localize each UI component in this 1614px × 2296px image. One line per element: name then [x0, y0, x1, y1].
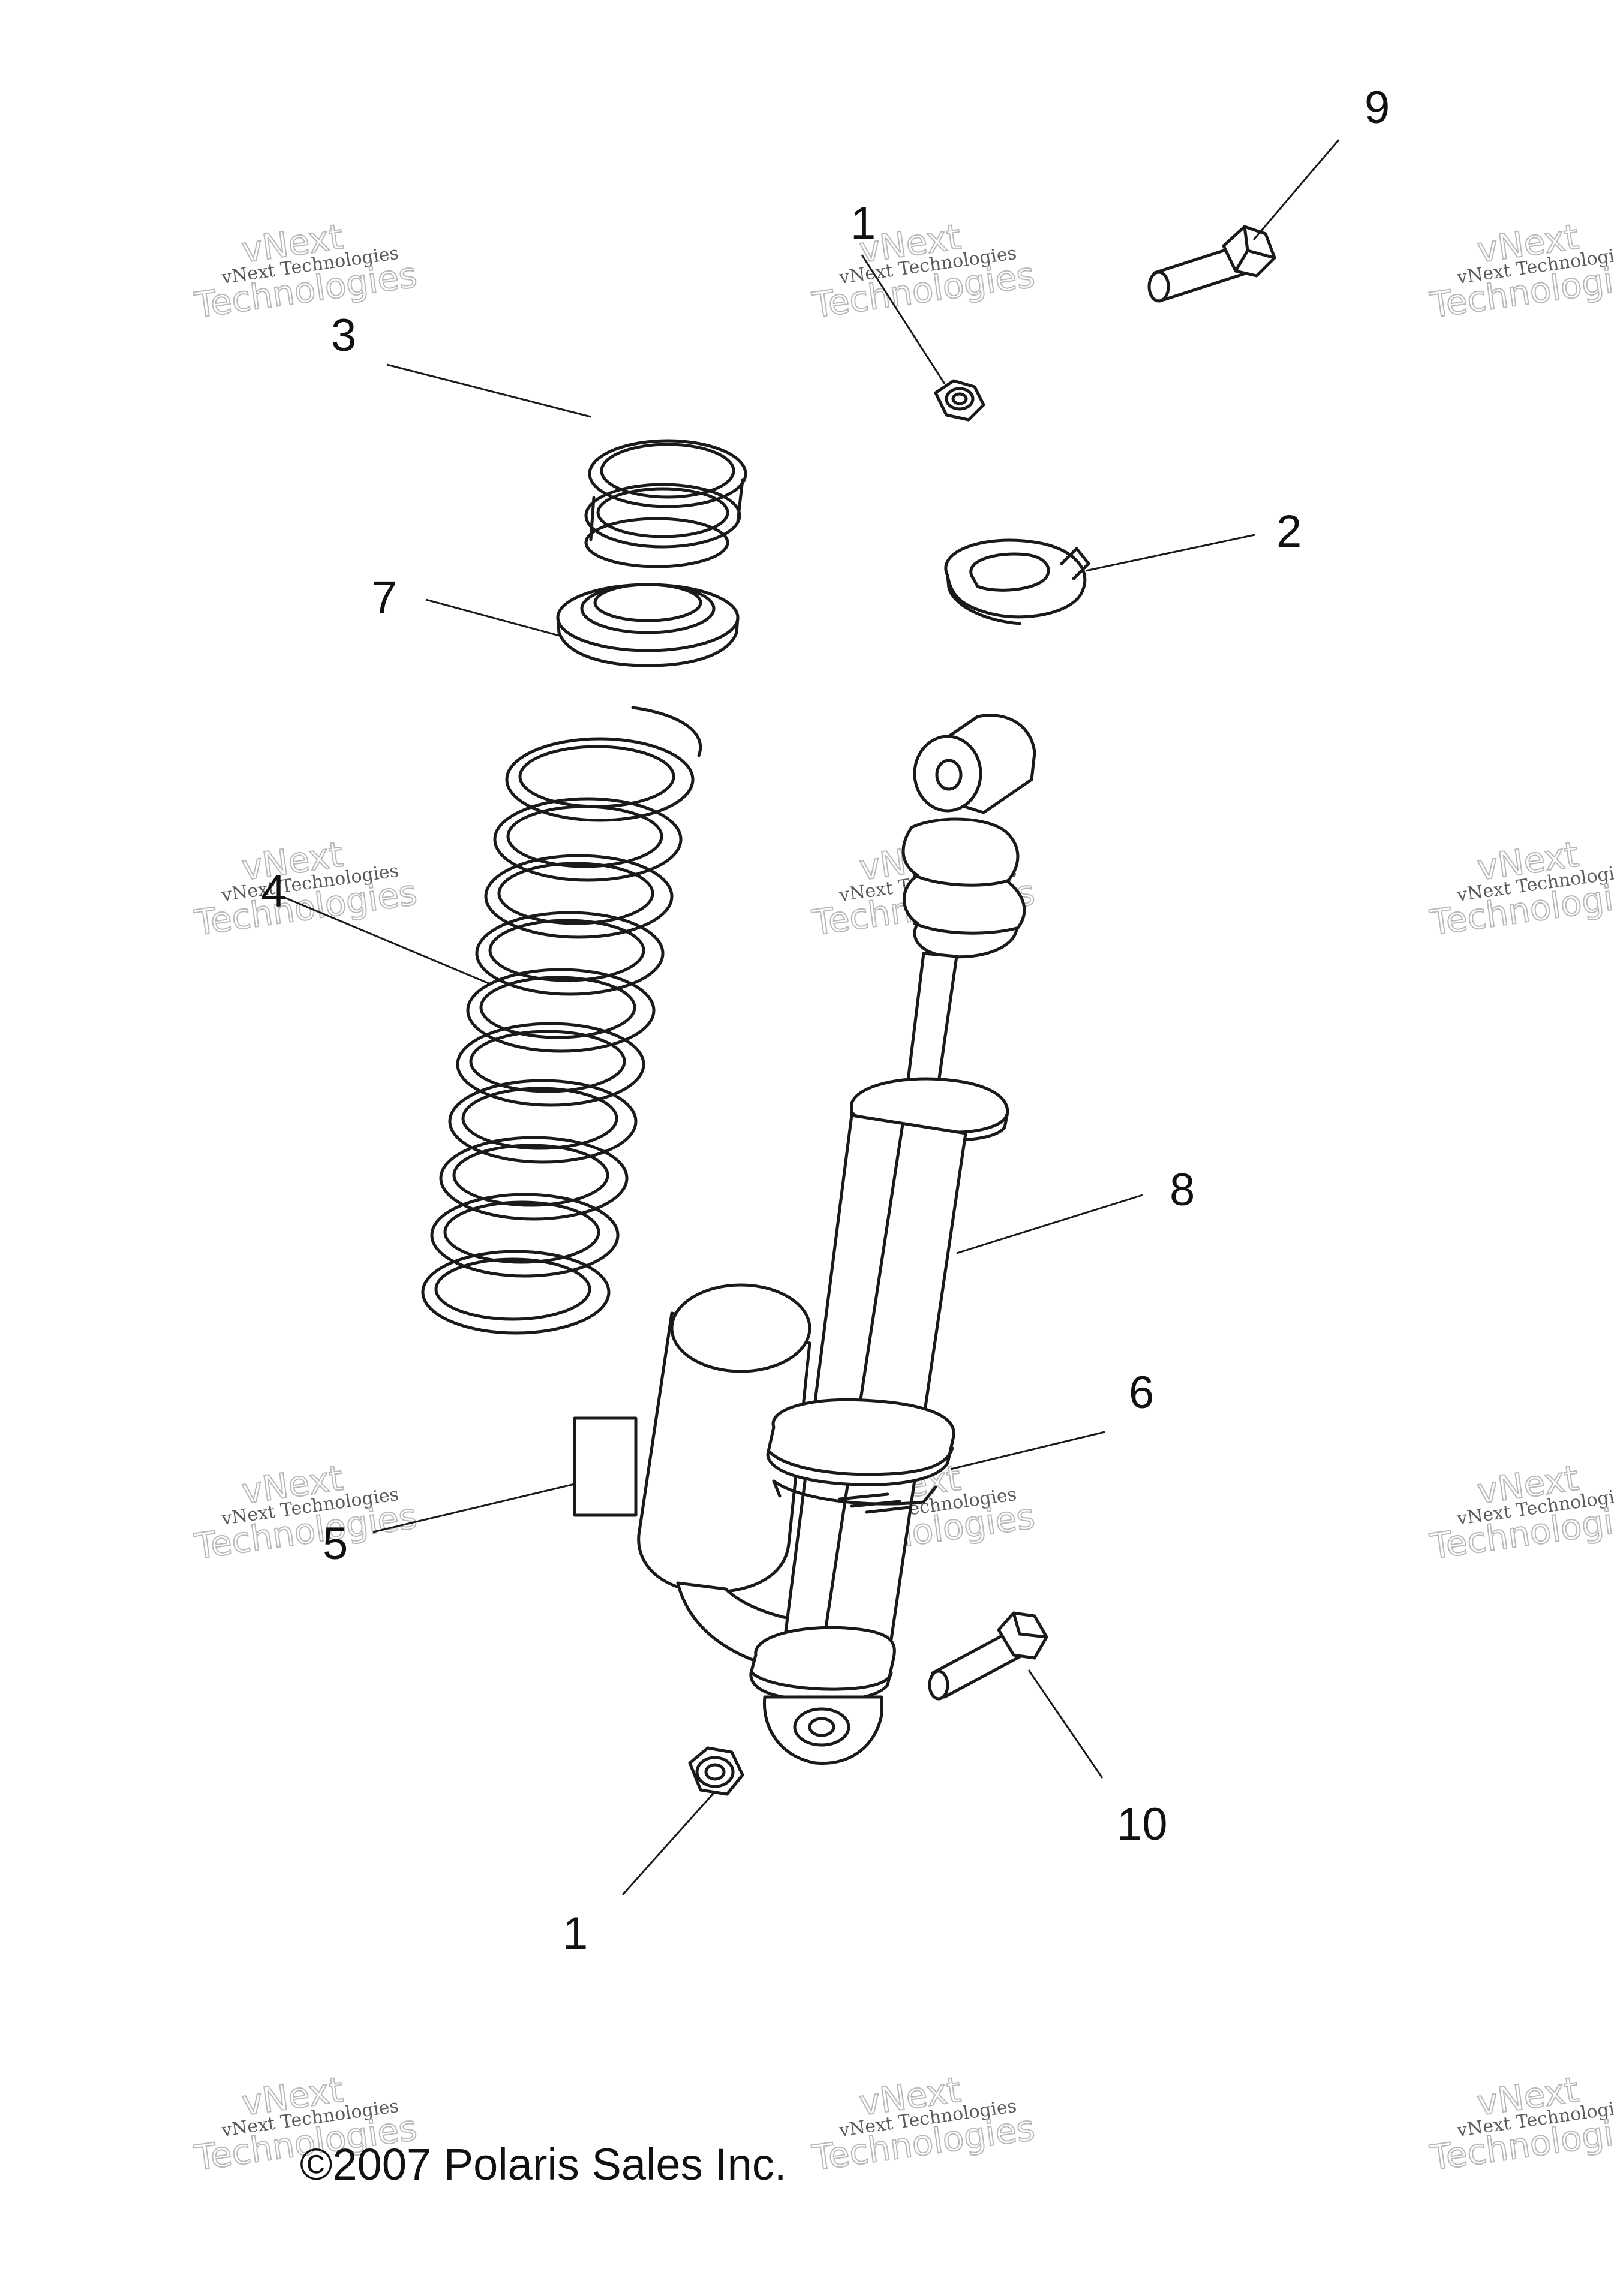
- spring-coil-inner: [434, 1257, 591, 1321]
- leader-7: [425, 598, 560, 637]
- spring-coil-inner: [479, 976, 636, 1039]
- callout-numbers: 9 1 3 2 7 4 8 6 5 10 1: [261, 82, 1390, 1959]
- leader-3: [386, 363, 591, 418]
- spring-coil-outer: [421, 1250, 611, 1335]
- spring-coil-outer: [466, 968, 656, 1053]
- leader-10: [1027, 1669, 1104, 1779]
- leader-9: [1252, 139, 1340, 240]
- spring-coil-inner: [469, 1030, 626, 1093]
- upper-spring-part-3: [584, 439, 747, 568]
- spring-coil-outer: [475, 911, 665, 996]
- leader-lines: [281, 139, 1340, 1895]
- lower-bolt-part-10: [928, 1611, 1048, 1701]
- callout-7: 7: [372, 572, 397, 623]
- callout-1-bottom: 1: [563, 1908, 588, 1959]
- spring-coil-outer: [430, 1193, 620, 1278]
- callout-8: 8: [1170, 1164, 1195, 1215]
- leader-8: [956, 1194, 1143, 1254]
- leader-2: [1085, 534, 1255, 572]
- leader-6: [950, 1431, 1105, 1470]
- main-coil-spring-part-4: [421, 706, 702, 1335]
- leader-1-top: [861, 254, 946, 384]
- callout-9: 9: [1364, 82, 1390, 133]
- lower-nut-part-1: [688, 1746, 744, 1796]
- spring-coil-inner: [461, 1087, 618, 1150]
- spring-coil-inner: [488, 919, 645, 982]
- decal-label-part-5: [573, 1416, 638, 1517]
- split-washer-part-2: [944, 538, 1090, 625]
- leader-1-bottom: [621, 1792, 715, 1895]
- shock-absorber-part-8: [637, 714, 1036, 1765]
- leader-4: [281, 895, 489, 985]
- callout-6: 6: [1129, 1367, 1154, 1418]
- spring-coil-outer: [448, 1079, 638, 1164]
- callout-5: 5: [323, 1518, 348, 1569]
- spring-coil-inner: [506, 805, 663, 868]
- upper-bolt-part-9: [1147, 225, 1276, 303]
- spring-coil-outer: [439, 1136, 629, 1221]
- spring-coil-outer: [456, 1022, 645, 1107]
- spring-coil-outer: [493, 797, 683, 882]
- spring-coil-inner: [497, 862, 654, 925]
- spring-end-tail: [631, 706, 702, 757]
- leader-5: [372, 1483, 575, 1533]
- callout-4: 4: [261, 866, 286, 917]
- spring-seat-part-7: [556, 583, 740, 667]
- callout-10: 10: [1117, 1799, 1168, 1850]
- copyright-notice: ©2007 Polaris Sales Inc.: [300, 2139, 786, 2189]
- spring-coil-outer: [505, 737, 695, 822]
- spring-coil-inner: [443, 1200, 600, 1264]
- spring-coil-inner: [452, 1144, 609, 1207]
- callout-3: 3: [331, 310, 356, 361]
- callout-2: 2: [1276, 506, 1302, 557]
- spring-coil-outer: [484, 854, 674, 939]
- upper-nut-part-1: [934, 379, 985, 422]
- callout-1-top: 1: [850, 198, 876, 249]
